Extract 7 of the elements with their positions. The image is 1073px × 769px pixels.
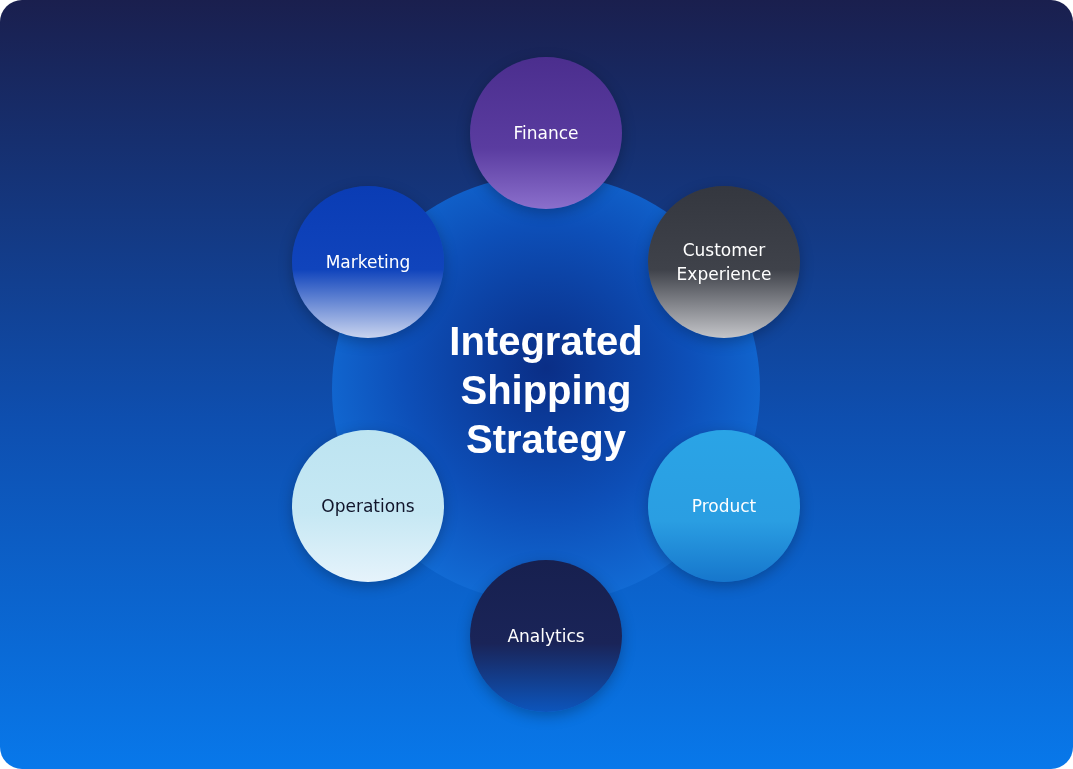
hub-title: Integrated Shipping Strategy bbox=[448, 317, 644, 463]
node-label: Customer Experience bbox=[675, 239, 773, 286]
node-label: Analytics bbox=[506, 625, 586, 648]
node-label: Marketing bbox=[324, 251, 412, 274]
node-label: Product bbox=[690, 495, 758, 518]
node-label: Finance bbox=[512, 122, 580, 145]
node-label: Operations bbox=[320, 495, 416, 518]
